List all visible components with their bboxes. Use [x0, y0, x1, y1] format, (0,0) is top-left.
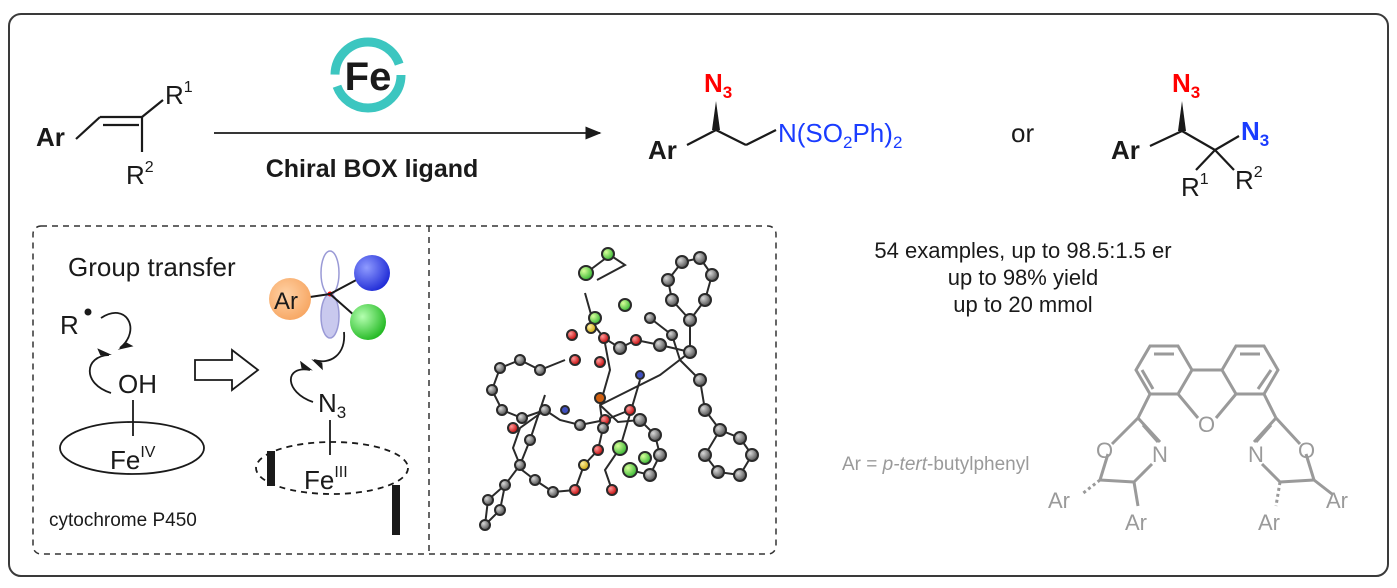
p1-azide: N3 [704, 68, 732, 102]
ligand-ar-1: Ar [1048, 488, 1070, 513]
p1-amine: N(SO2Ph)2 [778, 118, 902, 152]
box-ligand-labels: O O N N O Ar Ar Ar Ar [1048, 412, 1348, 535]
oh-group: OH [118, 369, 157, 399]
outer-frame [8, 13, 1389, 577]
stats-line3: up to 20 mmol [953, 292, 1092, 317]
ar-definition: Ar = p-tert-butylphenyl [842, 454, 1029, 475]
hollow-arrow-icon [194, 348, 260, 392]
sm-r1: R1 [165, 79, 193, 110]
p450-scheme: R OH FeIV cytochrome P450 [49, 308, 205, 531]
blue-ball [354, 255, 390, 291]
ligand-ar-4: Ar [1326, 488, 1348, 513]
or-text: or [1011, 118, 1034, 148]
p2-ar: Ar [1111, 135, 1140, 165]
heme-ellipse-fe3 [255, 441, 409, 495]
ligand-n-left: N [1152, 442, 1168, 467]
stats-line2: up to 98% yield [948, 265, 1098, 290]
crystal-structure-icon [479, 247, 759, 531]
enzyme-label: cytochrome P450 [49, 510, 197, 531]
ligand-ar-2: Ar [1125, 510, 1147, 535]
heme-ellipse-fe4 [59, 421, 205, 475]
p2-azide-side: N3 [1241, 116, 1269, 150]
sm-ar: Ar [36, 122, 65, 152]
product-diazide: N3 Ar N3 R1 R2 [1111, 68, 1269, 202]
p2-r2: R2 [1235, 164, 1263, 195]
box-ligand-structure [1081, 344, 1333, 507]
starting-material: Ar R1 R2 [36, 79, 193, 190]
sm-r2: R2 [126, 159, 154, 190]
mechanism-box [32, 225, 777, 555]
green-ball [350, 304, 386, 340]
ligand-o-right: O [1298, 438, 1315, 463]
n3-label: N3 [318, 388, 346, 422]
fe-cycle-icon: Fe [330, 37, 406, 113]
stats-line1: 54 examples, up to 98.5:1.5 er [874, 238, 1171, 263]
p2-r1: R1 [1181, 171, 1209, 202]
ligand-o-bridge: O [1198, 412, 1215, 437]
ligand-n-right: N [1248, 442, 1264, 467]
mechanism-title: Group transfer [68, 252, 236, 282]
ligand-ar-3: Ar [1258, 510, 1280, 535]
fe4-label: FeIV [110, 444, 156, 475]
product-diazide-amine: N3 Ar N(SO2Ph)2 [648, 68, 902, 165]
ligand-o-left: O [1096, 438, 1113, 463]
ar-ball [269, 278, 311, 320]
catalyst-metal: Fe [345, 55, 392, 99]
fe-scheme: Ar N3 FeIII [255, 250, 409, 535]
radical-r: R [60, 310, 79, 340]
p2-azide-top: N3 [1172, 68, 1200, 102]
ar-label: Ar [274, 288, 298, 315]
fe3-label: FeIII [304, 464, 348, 495]
arrow-label: Chiral BOX ligand [266, 155, 479, 183]
p1-ar: Ar [648, 135, 677, 165]
